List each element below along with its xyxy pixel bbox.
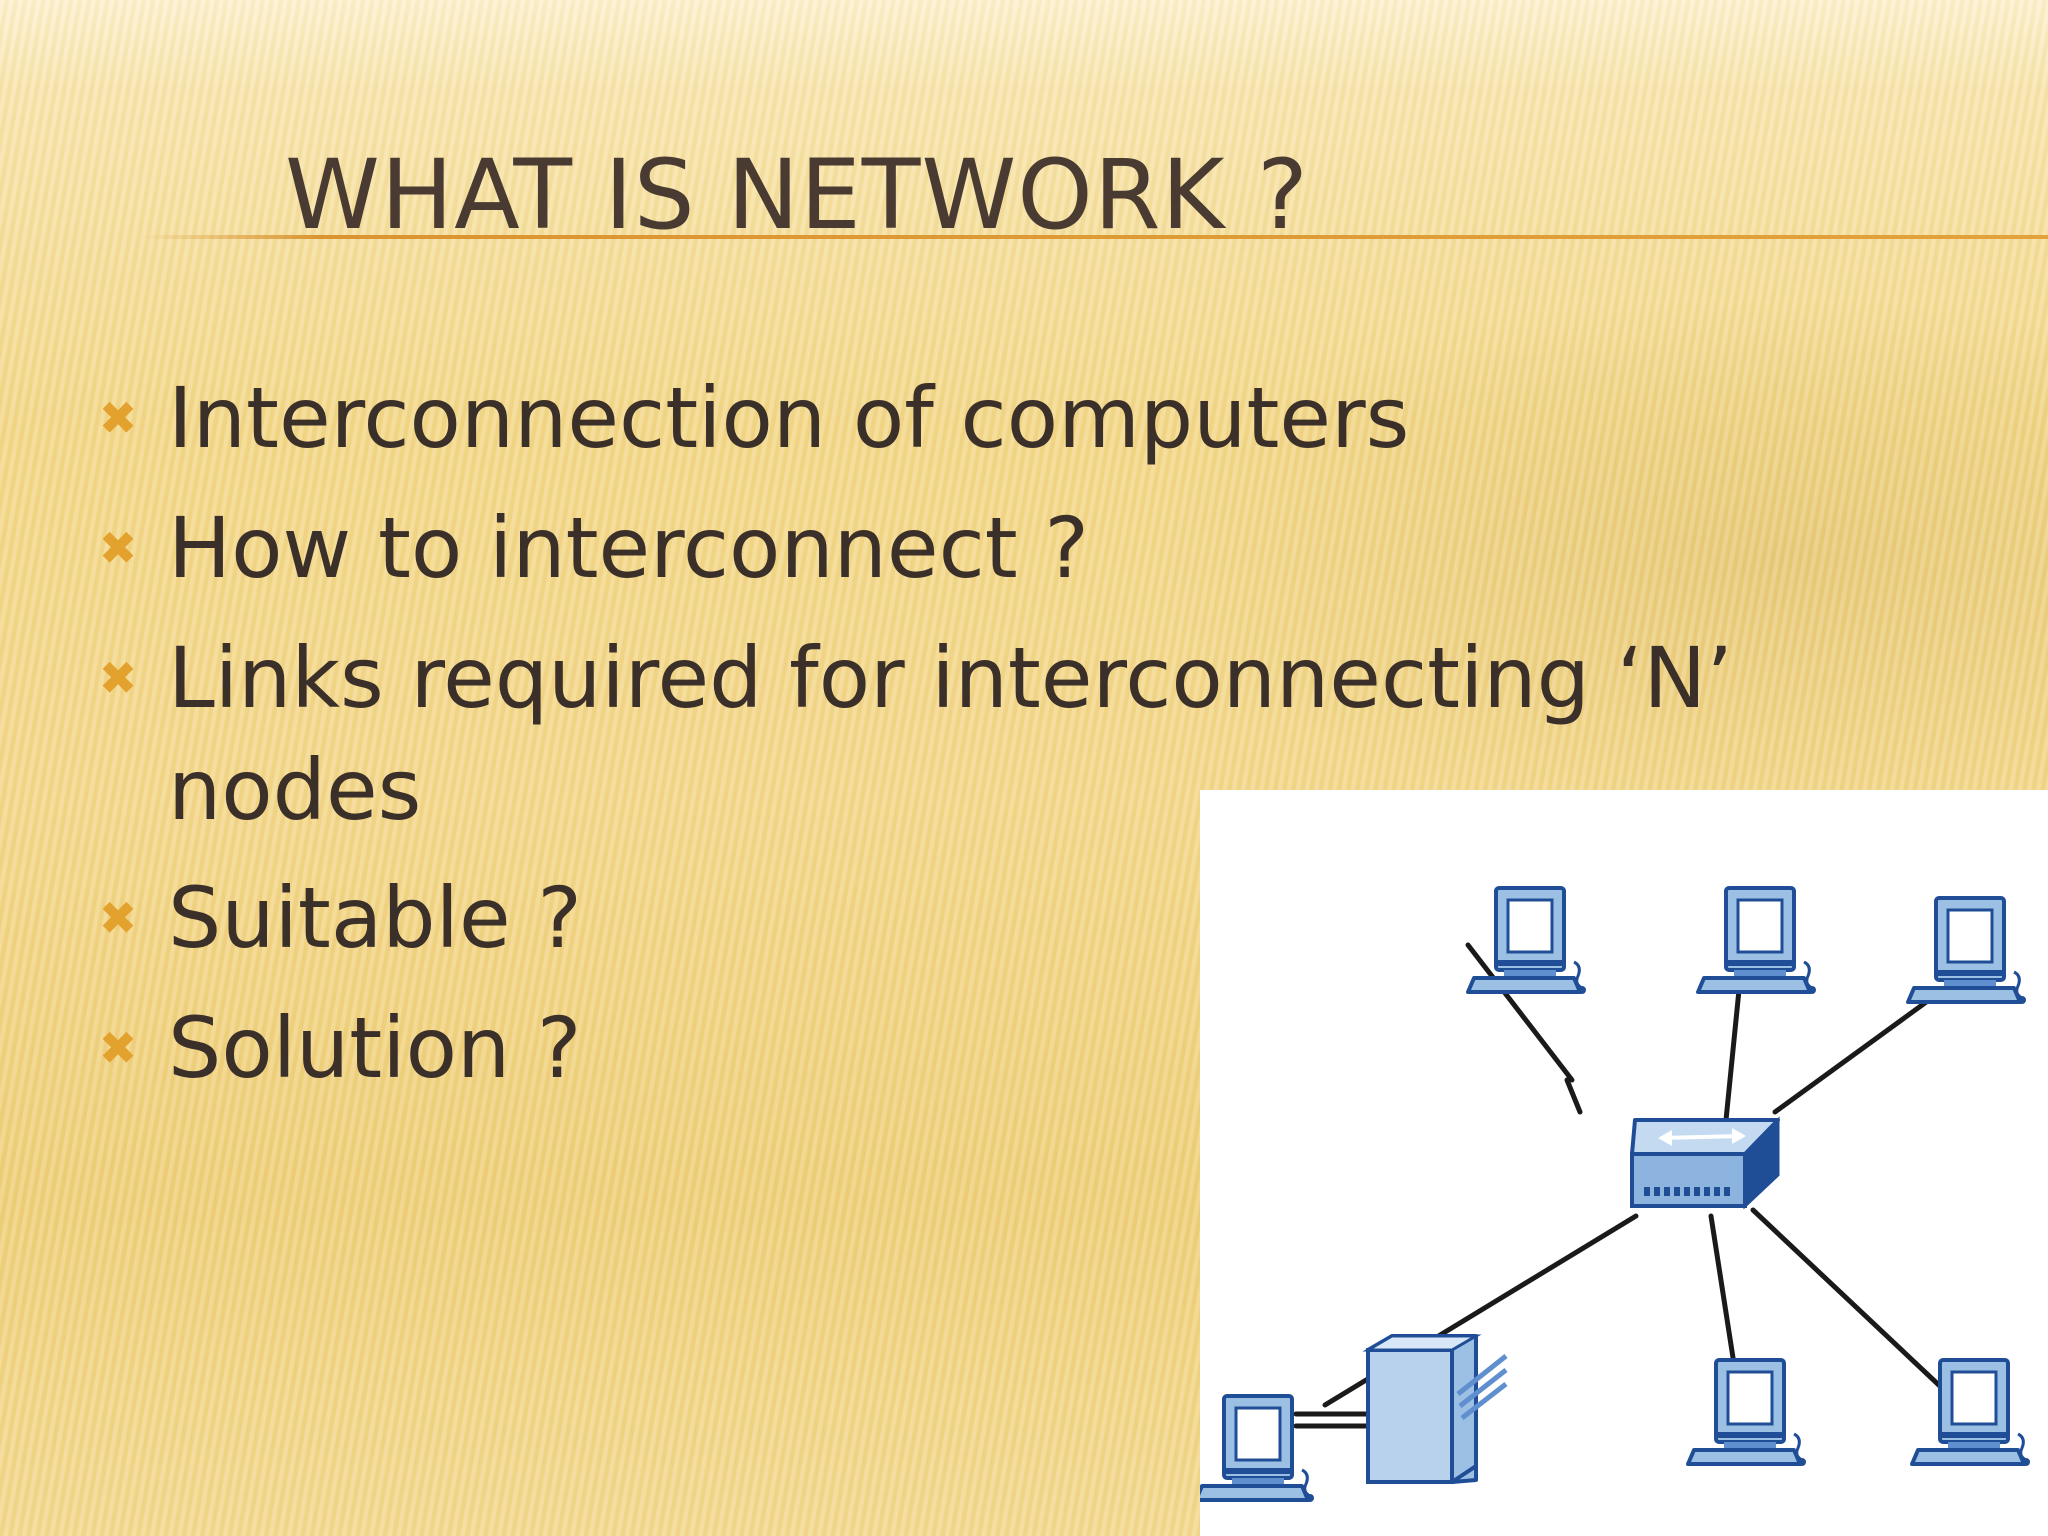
- switch-icon: [1630, 1116, 1780, 1210]
- link-line: [1465, 942, 1575, 1083]
- computer-icon: [1906, 896, 2028, 1006]
- bullet-text: Solution ?: [168, 999, 582, 1097]
- network-diagram: [1200, 790, 2048, 1536]
- bullet-text: Links required for interconnecting ‘N’: [168, 629, 1733, 727]
- bullet-text-continuation: nodes: [168, 741, 422, 839]
- link-line: [1750, 1207, 1945, 1391]
- cross-mark-icon: ✖: [98, 391, 138, 445]
- computer-icon: [1466, 886, 1588, 996]
- title-underline: [140, 235, 2048, 239]
- computer-icon: [1686, 1358, 1808, 1468]
- cross-mark-icon: ✖: [98, 1021, 138, 1075]
- bullet-text: How to interconnect ?: [168, 499, 1090, 597]
- cross-mark-icon: ✖: [98, 521, 138, 575]
- link-line: [1723, 977, 1743, 1123]
- star-topology-figure: [1200, 886, 2032, 1504]
- link-line: [1772, 989, 1943, 1115]
- slide-title: WHAT IS NETWORK ?: [285, 139, 1309, 251]
- bullet-text: Interconnection of computers: [168, 369, 1410, 467]
- printer-icon: [1362, 1334, 1508, 1484]
- cross-mark-icon: ✖: [98, 891, 138, 945]
- link-line: [1564, 1077, 1583, 1115]
- computer-icon: [1696, 886, 1818, 996]
- cross-mark-icon: ✖: [98, 651, 138, 705]
- bullet-text: Suitable ?: [168, 869, 582, 967]
